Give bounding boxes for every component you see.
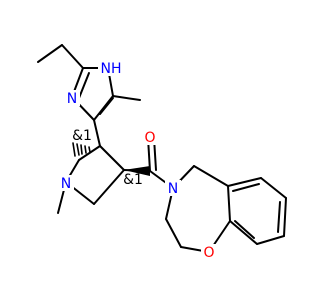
atom-o-carbonyl: O	[144, 130, 155, 146]
atom-halo	[201, 244, 217, 260]
atom-o-ether: O	[203, 245, 214, 261]
bond-ethyl-ch2	[61, 44, 84, 69]
bond-ethyl-ch3	[37, 44, 63, 63]
bond-ar-double-2	[277, 201, 281, 233]
bond-c4prime-carbonyl	[123, 169, 151, 172]
bond-c3prime-c2prime	[78, 145, 101, 161]
stereo-label: &1	[123, 172, 143, 188]
atom-n-amide: N	[168, 181, 178, 197]
bond-ar-2	[260, 177, 287, 199]
atom-nh-imidazole: NH	[101, 61, 122, 77]
bond-ar-double-3	[234, 220, 255, 239]
atom-halo	[98, 60, 126, 76]
bond-c5prime-c4prime	[93, 169, 125, 205]
bond-ch2-ch2	[165, 218, 182, 248]
atom-n-pyrrolidine: N	[61, 176, 71, 192]
bond-ch2-aromatic	[193, 165, 229, 187]
atom-halo	[58, 175, 74, 191]
hashed-stereo-bond	[72, 142, 91, 157]
atom-halo	[142, 129, 158, 145]
bond-ar-1	[227, 177, 262, 187]
bond-c2-n3-double	[78, 72, 90, 99]
bond-c5-methyl	[112, 95, 141, 101]
bond-ar-5	[229, 220, 258, 245]
atom-halo	[64, 90, 80, 106]
bond-c4-c5	[93, 95, 114, 121]
bond-c4-c3prime	[93, 119, 101, 147]
bond-ar-3	[283, 197, 287, 237]
bond-ar-double-1	[232, 183, 260, 192]
atom-halo	[165, 180, 181, 196]
bond-ar-4	[256, 235, 285, 245]
bond-c4-c5-double	[99, 97, 114, 115]
bond-c3prime-c4prime	[99, 145, 125, 171]
atom-n-imidazole: N	[67, 91, 77, 107]
molecule-structure-diagram: N NH N N O O &1 &1	[37, 44, 287, 261]
bond-ar-6	[227, 185, 231, 222]
stereo-label: &1	[72, 128, 92, 144]
